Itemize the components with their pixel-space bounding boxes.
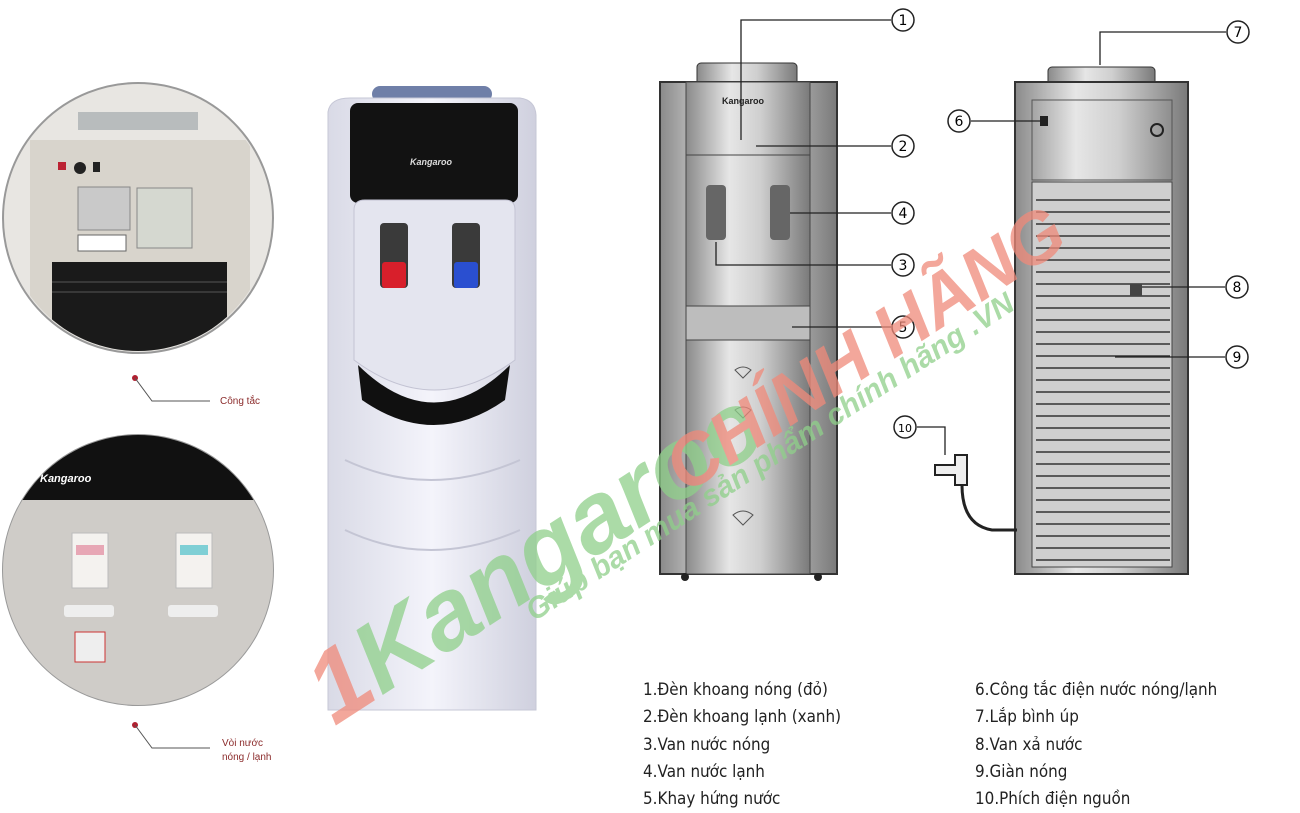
- legend-item: 4.Van nước lạnh: [643, 761, 765, 781]
- callout-number-6: 6: [955, 114, 964, 130]
- legend-item: 3.Van nước nóng: [643, 734, 771, 754]
- callout-lines: [715, 19, 1226, 455]
- legend-item: 8.Van xả nước: [975, 734, 1083, 754]
- callout-circle-7: [1226, 20, 1250, 44]
- callout-circle-10: [893, 415, 917, 439]
- front-view-diagram: Kangaroo: [659, 62, 838, 581]
- legend-back: 6.Công tắc điện nước nóng/lạnh 7.Lắp bìn…: [975, 676, 1217, 812]
- callout-circle-2: [891, 134, 915, 158]
- callout-number-1: 1: [899, 13, 908, 29]
- callout-circle-8: [1225, 275, 1249, 299]
- callout-circle-6: [947, 109, 971, 133]
- callout-circle-4: [891, 201, 915, 225]
- tap-closeup-photo: Kangaroo: [2, 434, 274, 706]
- switch-caption: Công tắc: [220, 396, 261, 407]
- tap-caption-line2: nóng / lạnh: [222, 752, 272, 763]
- product-logo: Kangaroo: [410, 157, 453, 167]
- callout-number-7: 7: [1234, 25, 1243, 41]
- callout-number-10: 10: [898, 422, 912, 435]
- callout-number-2: 2: [899, 139, 908, 155]
- tap-caption: Vòi nước nóng / lạnh: [222, 737, 272, 765]
- tap-callout-line: [132, 722, 210, 749]
- legend-item: 1.Đèn khoang nóng (đỏ): [643, 680, 828, 699]
- legend-item: 6.Công tắc điện nước nóng/lạnh: [975, 680, 1218, 699]
- callout-number-9: 9: [1233, 350, 1242, 366]
- tap-caption-line1: Vòi nước: [222, 738, 264, 749]
- rear-closeup-photo: [2, 82, 274, 354]
- callout-number-5: 5: [899, 320, 908, 336]
- legend-item: 2.Đèn khoang lạnh (xanh): [643, 707, 842, 727]
- legend-item: 7.Lắp bình úp: [975, 707, 1079, 727]
- legend-item: 5.Khay hứng nước: [643, 789, 781, 809]
- back-view-diagram: [934, 66, 1189, 575]
- callout-number-4: 4: [899, 206, 908, 222]
- diagram-logo: Kangaroo: [722, 96, 765, 106]
- legend-front: 1.Đèn khoang nóng (đỏ) 2.Đèn khoang lạnh…: [643, 676, 841, 812]
- water-dispenser-photo: Kangaroo: [327, 86, 537, 711]
- callout-circle-5: [891, 315, 915, 339]
- tap-closeup-logo: Kangaroo: [40, 473, 92, 485]
- switch-callout-line: [132, 375, 210, 402]
- callout-circle-3: [891, 253, 915, 277]
- callout-number-3: 3: [899, 258, 908, 274]
- callout-circle-1: [891, 8, 915, 32]
- callout-number-8: 8: [1233, 280, 1242, 296]
- legend-item: 9.Giàn nóng: [975, 761, 1068, 781]
- callout-circle-9: [1225, 345, 1249, 369]
- legend-item: 10.Phích điện nguồn: [975, 789, 1131, 809]
